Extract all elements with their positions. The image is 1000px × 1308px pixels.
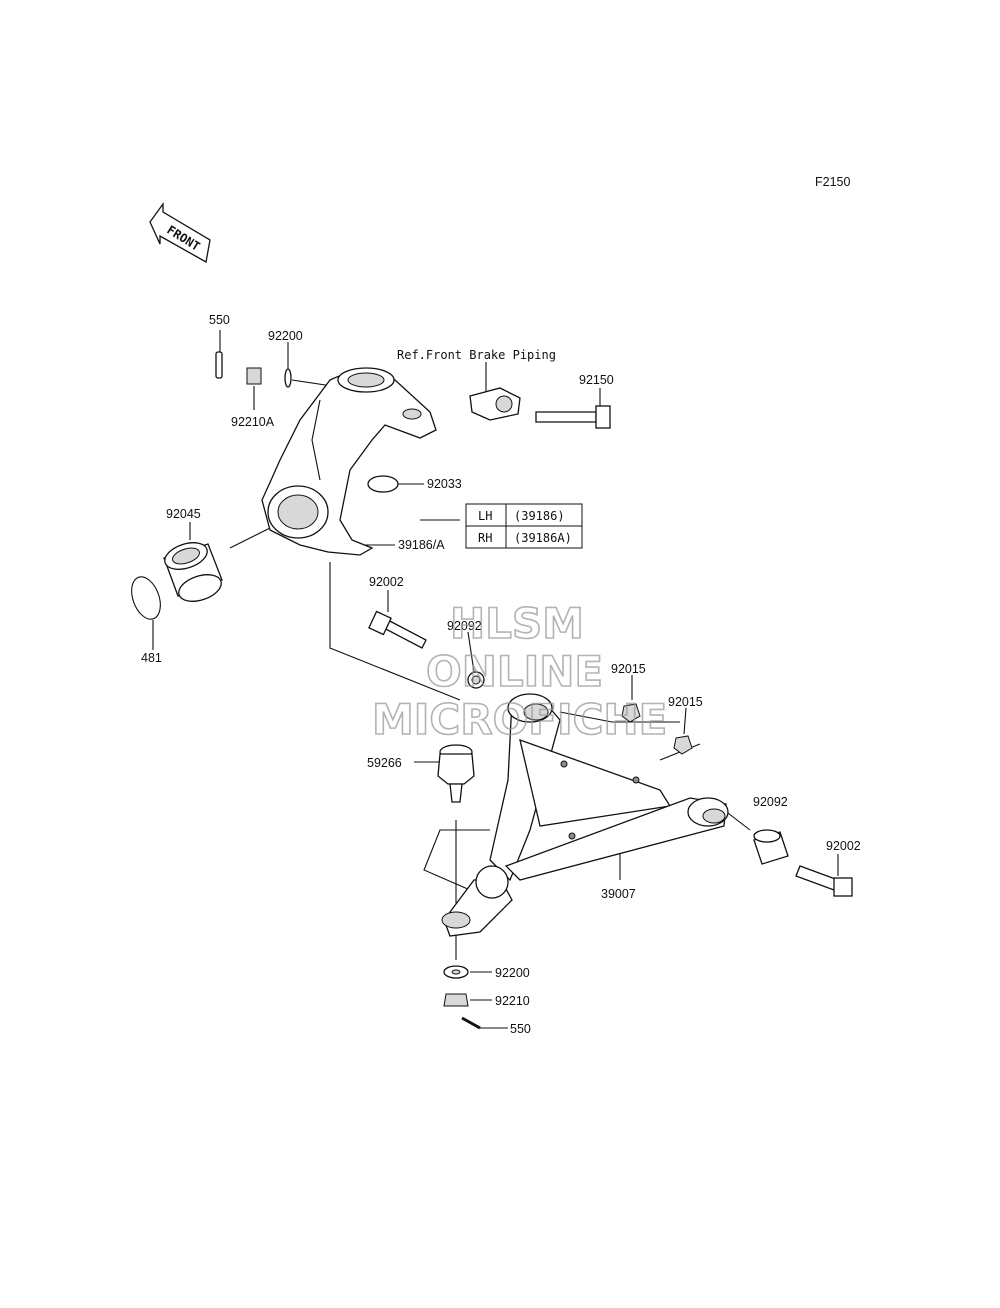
callout-92200-top: 92200 bbox=[268, 329, 303, 343]
watermark-line1: HLSM bbox=[450, 599, 584, 648]
nut-92015-a-icon bbox=[621, 703, 641, 723]
callout-550-bottom: 550 bbox=[510, 1022, 531, 1036]
variant-table: LH (39186) RH (39186A) bbox=[465, 503, 583, 549]
washer-92200-bottom-icon bbox=[443, 965, 469, 979]
figure-code: F2150 bbox=[815, 175, 850, 189]
callout-39186A: 39186/A bbox=[398, 538, 445, 552]
callout-550-top: 550 bbox=[209, 313, 230, 327]
bushing-92092-right-icon bbox=[753, 829, 789, 865]
callout-92150: 92150 bbox=[579, 373, 614, 387]
callout-59266: 59266 bbox=[367, 756, 402, 770]
callout-92015-a: 92015 bbox=[611, 662, 646, 676]
table-side-lh: LH bbox=[478, 509, 492, 523]
steering-knuckle-icon bbox=[261, 367, 437, 556]
washer-92200-top-icon bbox=[284, 368, 292, 388]
castle-nut-92210-icon bbox=[443, 993, 469, 1007]
callout-92002-right: 92002 bbox=[826, 839, 861, 853]
snap-ring-481-icon bbox=[131, 576, 161, 620]
bolt-92002-right-icon bbox=[795, 865, 853, 897]
callout-92033: 92033 bbox=[427, 477, 462, 491]
callout-481: 481 bbox=[141, 651, 162, 665]
nut-92015-b-icon bbox=[673, 735, 693, 755]
cotter-pin-bottom-icon bbox=[461, 1016, 481, 1030]
table-part-lh: (39186) bbox=[514, 509, 565, 523]
circlip-92033-icon bbox=[367, 475, 399, 493]
callout-92092-right: 92092 bbox=[753, 795, 788, 809]
callout-92210A: 92210A bbox=[231, 415, 275, 429]
callout-92015-b: 92015 bbox=[668, 695, 703, 709]
callout-92002-left: 92002 bbox=[369, 575, 404, 589]
callout-92200-bottom: 92200 bbox=[495, 966, 530, 980]
callout-92210: 92210 bbox=[495, 994, 530, 1008]
watermark-line3: MICROFICHE bbox=[372, 695, 667, 744]
front-arrow-icon: FRONT bbox=[149, 201, 211, 264]
castle-nut-92210A-icon bbox=[246, 367, 262, 385]
brake-bracket-icon bbox=[469, 387, 521, 421]
callout-92092-left: 92092 bbox=[447, 619, 482, 633]
table-part-rh: (39186A) bbox=[514, 531, 572, 545]
table-side-rh: RH bbox=[478, 531, 492, 545]
ball-joint-59266-icon bbox=[437, 744, 475, 803]
bolt-92150-icon bbox=[535, 405, 611, 429]
reference-note: Ref.Front Brake Piping bbox=[397, 348, 556, 362]
callout-92045: 92045 bbox=[166, 507, 201, 521]
bolt-92002-left-icon bbox=[368, 610, 427, 649]
bearing-92045-icon bbox=[163, 542, 223, 602]
bushing-92092-left-icon bbox=[467, 671, 485, 689]
callout-labels: 550 92200 92210A Ref.Front Brake Piping … bbox=[141, 313, 861, 1036]
watermark-line2: ONLINE bbox=[426, 647, 603, 696]
cotter-pin-top-icon bbox=[215, 351, 223, 379]
leader-lines bbox=[152, 330, 839, 1029]
callout-39007: 39007 bbox=[601, 887, 636, 901]
watermark: HLSM ONLINE MICROFICHE bbox=[371, 598, 668, 745]
a-arm-39007-icon bbox=[423, 693, 729, 937]
